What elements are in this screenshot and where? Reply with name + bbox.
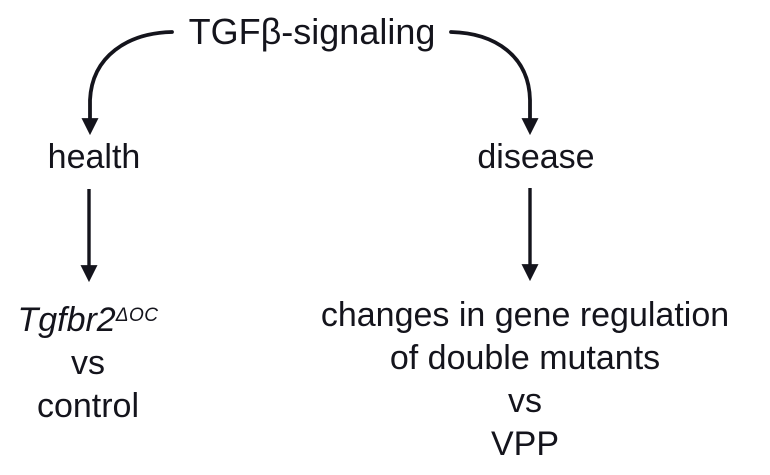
right-comparison-reference: VPP — [490, 425, 560, 463]
root-node-tgfb-signaling: TGFβ-signaling — [188, 11, 436, 52]
left-comparison-gene: Tgfbr2ΔOC — [17, 294, 158, 342]
right-comparison-line1: changes in gene regulation — [320, 296, 730, 334]
left-comparison-reference: control — [36, 386, 140, 425]
branch-node-health: health — [47, 138, 141, 176]
left-comparison-vs: vs — [71, 343, 105, 382]
right-comparison-line2: of double mutants — [389, 339, 661, 377]
gene-superscript: ΔOC — [115, 305, 159, 326]
branch-node-disease: disease — [477, 138, 595, 176]
gene-name: Tgfbr2 — [17, 300, 116, 339]
left-comparison-block: Tgfbr2ΔOC vs control — [17, 294, 158, 428]
arrow-root-to-health — [81, 30, 174, 136]
right-comparison-block: changes in gene regulation of double mut… — [321, 294, 729, 466]
arrow-root-to-disease — [449, 30, 539, 136]
right-comparison-vs: vs — [507, 382, 542, 420]
